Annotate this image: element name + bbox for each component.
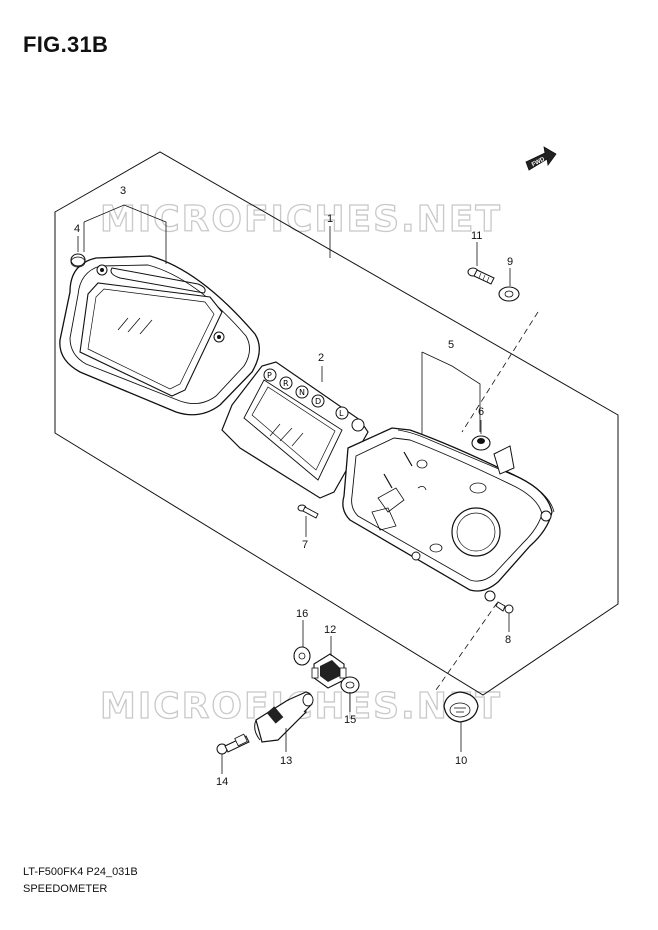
part-number-7: 7 bbox=[302, 539, 308, 551]
part-number-3: 3 bbox=[120, 185, 126, 197]
washer-16 bbox=[293, 646, 311, 666]
part-number-1: 1 bbox=[327, 213, 333, 225]
gear-letter-p: P bbox=[267, 371, 272, 380]
speed-sensor bbox=[254, 691, 314, 743]
figure-title: FIG.31B bbox=[23, 32, 109, 57]
part-number-11: 11 bbox=[471, 230, 482, 242]
fwd-arrow-icon: FWD bbox=[525, 146, 557, 171]
collar-9 bbox=[498, 286, 520, 302]
part-number-10: 10 bbox=[455, 755, 467, 767]
part-number-8: 8 bbox=[505, 634, 511, 646]
part-number-13: 13 bbox=[280, 755, 292, 767]
figure-name: SPEEDOMETER bbox=[23, 883, 108, 895]
screw-11 bbox=[467, 267, 495, 285]
part-number-2: 2 bbox=[318, 352, 324, 364]
leader-lines bbox=[77, 204, 511, 774]
meter-body bbox=[342, 427, 555, 602]
gear-letter-n: N bbox=[299, 388, 305, 397]
part-number-4: 4 bbox=[74, 223, 80, 235]
gear-letter-r: R bbox=[283, 379, 289, 388]
gear-letter-l: L bbox=[339, 409, 344, 418]
washer-15 bbox=[340, 676, 360, 694]
part-number-14: 14 bbox=[216, 776, 228, 788]
assembly-outline bbox=[54, 151, 619, 696]
bolt-14 bbox=[216, 733, 250, 755]
meter-bezel bbox=[59, 255, 260, 416]
part-number-16: 16 bbox=[296, 608, 308, 620]
rubber-cap bbox=[70, 253, 86, 268]
part-number-9: 9 bbox=[507, 256, 513, 268]
grommet bbox=[471, 435, 491, 451]
part-number-12: 12 bbox=[324, 624, 336, 636]
socket-12 bbox=[311, 653, 347, 689]
gear-letter-d: D bbox=[315, 397, 321, 406]
screw-7 bbox=[297, 504, 319, 519]
part-number-15: 15 bbox=[344, 714, 356, 726]
dashed-axes bbox=[435, 311, 539, 691]
part-number-6: 6 bbox=[478, 406, 484, 418]
grommet-10 bbox=[443, 691, 479, 723]
figure-code: LT-F500FK4 P24_031B bbox=[23, 866, 138, 878]
part-number-5: 5 bbox=[448, 339, 454, 351]
bracket-3 bbox=[83, 204, 167, 264]
screw-8 bbox=[495, 601, 514, 614]
